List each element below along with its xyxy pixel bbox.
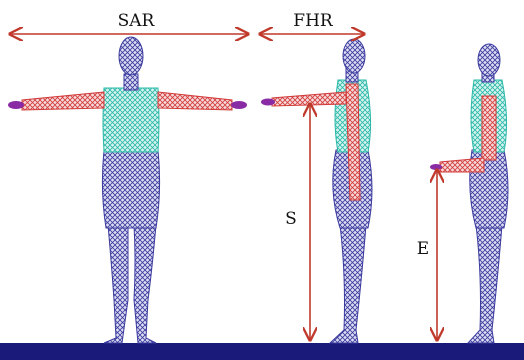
figure-side-arm-forward <box>261 39 372 343</box>
fhr-label: FHR <box>293 11 334 31</box>
figure-front-arms-spread <box>8 37 247 343</box>
s-label: S <box>285 209 297 229</box>
e-label: E <box>417 239 429 259</box>
figure-side-elbow-bent <box>430 44 508 343</box>
ground-bar <box>0 343 524 360</box>
sar-label: SAR <box>118 11 156 31</box>
